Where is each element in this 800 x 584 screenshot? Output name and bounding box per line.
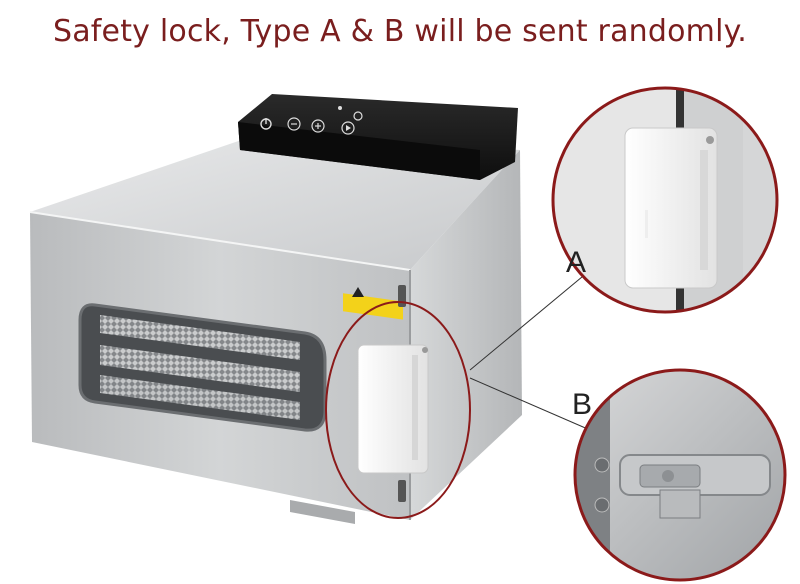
callout-b-label: B — [572, 388, 592, 421]
lock-on-product — [357, 344, 429, 474]
warning-icon — [343, 287, 403, 320]
play-icon — [341, 121, 355, 135]
leader-line-b — [469, 377, 591, 431]
callout-a-label: A — [566, 246, 586, 279]
dehydrator-side — [410, 150, 522, 520]
dehydrator — [29, 133, 522, 524]
control-panel — [238, 94, 518, 180]
dehydrator-foot — [290, 500, 355, 524]
plus-icon — [311, 119, 325, 133]
leader-line-a — [469, 261, 601, 371]
callout-a — [551, 86, 779, 314]
headline: Safety lock, Type A & B will be sent ran… — [52, 14, 748, 49]
viewing-window — [78, 303, 327, 432]
callout-b — [573, 368, 787, 582]
minus-icon — [287, 117, 301, 131]
product-lock-ring — [325, 301, 471, 519]
power-icon — [260, 118, 272, 130]
